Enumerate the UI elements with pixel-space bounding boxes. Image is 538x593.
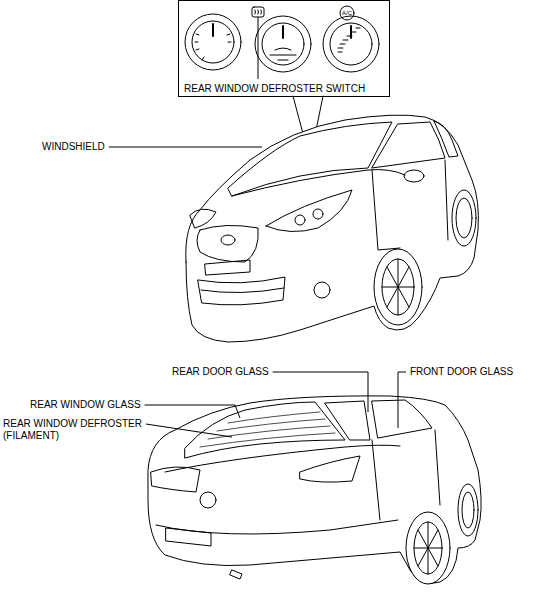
drawing-line — [148, 396, 481, 584]
drawing-line — [372, 122, 445, 168]
drawing-line — [198, 277, 285, 305]
leader-line — [273, 372, 368, 412]
drawing-line — [382, 259, 414, 315]
part-name: REAR WINDOW DEFROSTER (FILAMENT) — [3, 418, 153, 442]
drawing-line — [323, 16, 379, 72]
drawing-line — [255, 10, 262, 14]
switch-callout-panel: REAR WINDOW DEFROSTER SWITCH — [178, 0, 390, 97]
drawing-line — [340, 6, 354, 20]
drawing-line — [151, 467, 200, 492]
drawing-line — [185, 14, 241, 70]
drawing-line — [213, 24, 351, 38]
drawing-line — [414, 522, 442, 574]
drawing-line — [232, 170, 405, 196]
drawing-line — [300, 456, 360, 482]
drawing-line — [186, 115, 479, 342]
drawing-line — [255, 16, 311, 72]
drawing-line — [325, 401, 370, 440]
drawing-line — [156, 520, 398, 534]
drawing-line — [462, 492, 474, 528]
front-car — [186, 115, 479, 342]
rear-car — [148, 396, 481, 584]
drawing-line — [338, 28, 360, 52]
drawing-line — [414, 522, 442, 574]
button-label: A/C — [342, 10, 352, 17]
drawing-line — [372, 160, 448, 250]
drawing-line — [406, 512, 450, 584]
drawing-line — [166, 528, 211, 546]
leader-line — [146, 424, 232, 437]
drawing-line — [452, 190, 476, 246]
drawing-line — [270, 48, 296, 60]
drawing-line — [252, 7, 264, 17]
part-name: REAR WINDOW DEFROSTER SWITCH — [184, 83, 365, 95]
leader-line — [145, 405, 240, 418]
drawing-line — [404, 170, 424, 182]
drawing-line — [200, 412, 335, 447]
drawing-line — [266, 190, 352, 232]
drawing-line — [458, 484, 478, 536]
drawing-line — [190, 209, 216, 228]
leader-line — [258, 17, 259, 79]
part-name: REAR WINDOW GLASS — [30, 399, 141, 411]
drawing-line — [205, 260, 250, 275]
leader-line — [109, 147, 262, 148]
part-name: REAR DOOR GLASS — [172, 366, 269, 378]
drawing-line — [372, 400, 432, 438]
drawing-line — [382, 259, 414, 315]
leader-line — [398, 372, 406, 428]
drawing-line — [201, 288, 284, 293]
drawing-line — [228, 122, 392, 196]
part-name: WINDSHIELD — [42, 141, 105, 153]
drawing-line — [197, 225, 258, 262]
drawing-line — [456, 198, 472, 238]
drawing-line — [221, 235, 235, 245]
drawing-line — [372, 430, 440, 520]
drawing-line — [374, 249, 422, 325]
drawing-line — [165, 445, 400, 472]
drawing-line — [314, 282, 330, 298]
drawing-line — [195, 34, 231, 60]
drawing-line — [295, 215, 305, 225]
drawing-line — [200, 492, 216, 508]
drawing-line — [434, 121, 458, 157]
drawing-line — [230, 570, 242, 579]
part-name: FRONT DOOR GLASS — [410, 366, 513, 378]
drawing-line — [313, 209, 323, 219]
